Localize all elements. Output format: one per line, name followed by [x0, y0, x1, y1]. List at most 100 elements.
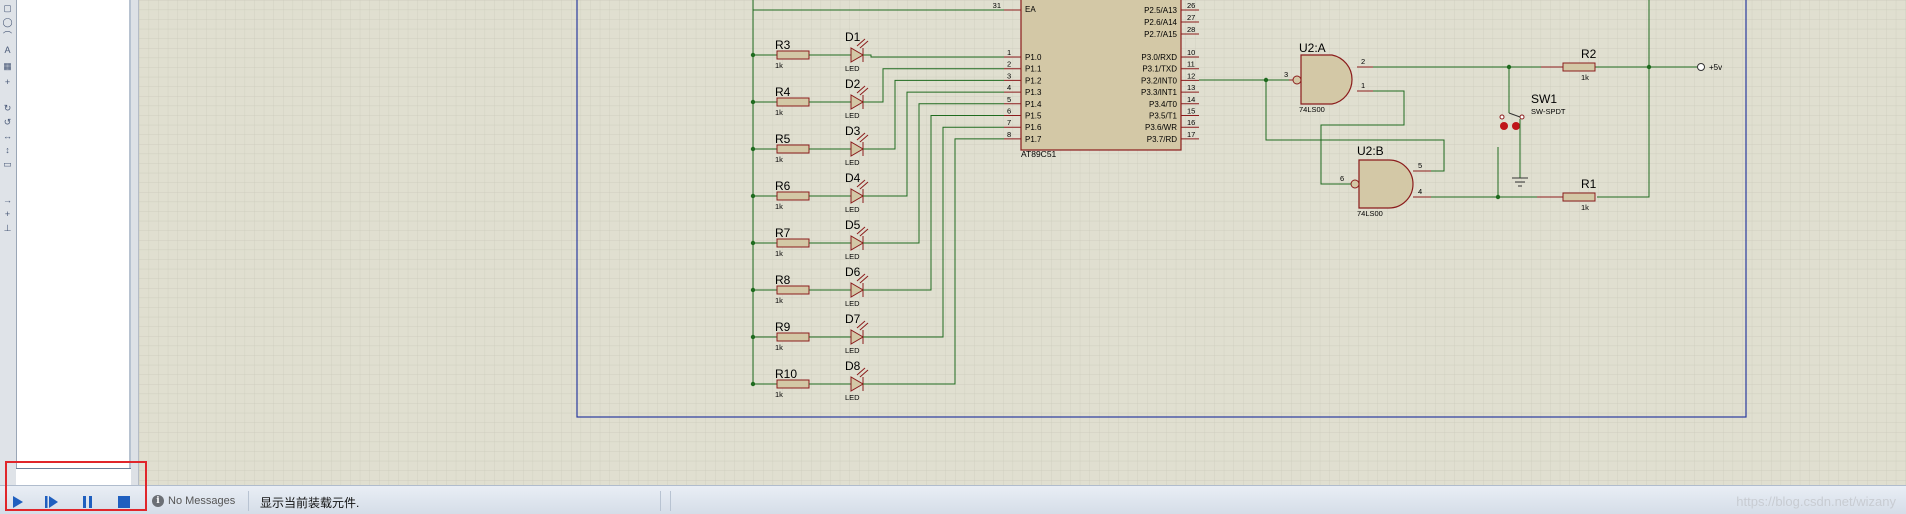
- pin-name: P1.7: [1025, 135, 1042, 144]
- resistor-ref: R10: [775, 367, 797, 381]
- pin-number: 6: [1007, 107, 1011, 116]
- led-symbol[interactable]: [850, 376, 864, 392]
- resistor-value: 1k: [775, 343, 783, 352]
- resistor-value: 1k: [1581, 73, 1589, 82]
- resistor-body[interactable]: [776, 97, 810, 107]
- resistor-body[interactable]: [776, 50, 810, 60]
- junction: [1646, 64, 1652, 70]
- nand-gate-u2b[interactable]: U2:B 74LS00 6 5 4: [1340, 144, 1431, 218]
- device-list-panel[interactable]: [16, 0, 131, 485]
- resistor-value: 1k: [775, 296, 783, 305]
- resistor-body[interactable]: [776, 285, 810, 295]
- nand-gate-u2a[interactable]: U2:A 74LS00 3 2 1: [1284, 41, 1373, 114]
- led-type: LED: [845, 205, 860, 214]
- pin-name: P2.6/A14: [1144, 18, 1177, 27]
- stop-button[interactable]: [116, 495, 132, 509]
- resistor-body[interactable]: [776, 238, 810, 248]
- pin-number: 1: [1361, 81, 1365, 90]
- resistor-body[interactable]: [776, 379, 810, 389]
- led-ray: [859, 87, 869, 96]
- tool-icon[interactable]: +: [4, 209, 11, 219]
- separator: [660, 491, 661, 511]
- led-symbol[interactable]: [850, 188, 864, 204]
- tool-icon[interactable]: ▢: [3, 3, 12, 13]
- led-ref: D3: [845, 124, 861, 138]
- pin-name: P1.3: [1025, 88, 1042, 97]
- pin-name: P3.3/INT1: [1141, 88, 1178, 97]
- power-terminal[interactable]: +5v: [1677, 63, 1722, 72]
- pin-number: 7: [1007, 118, 1011, 127]
- tool-icon[interactable]: →: [3, 195, 12, 205]
- led-ray: [856, 38, 866, 47]
- info-icon: i: [152, 495, 164, 507]
- tool-icon[interactable]: ⊥: [3, 223, 12, 233]
- led-ray: [856, 273, 866, 282]
- pin-number: 12: [1187, 71, 1195, 80]
- tool-icon[interactable]: ▦: [3, 61, 12, 71]
- tool-icon[interactable]: ↺: [3, 117, 12, 127]
- resistor-ref: R8: [775, 273, 791, 287]
- led-symbol[interactable]: [850, 47, 864, 63]
- tool-icon[interactable]: ↻: [3, 103, 12, 113]
- led-ref: D7: [845, 312, 861, 326]
- tool-icon[interactable]: A: [4, 45, 11, 55]
- panel-splitter[interactable]: [131, 0, 139, 485]
- resistor-r1[interactable]: R1 1k: [1537, 177, 1597, 212]
- wire: [863, 126, 1004, 338]
- gate-ref: U2:B: [1357, 144, 1384, 158]
- resistor-body[interactable]: [776, 144, 810, 154]
- tool-icon[interactable]: ◯: [2, 17, 13, 27]
- led-type: LED: [845, 64, 860, 73]
- led-ray: [859, 181, 869, 190]
- tool-icon[interactable]: ↕: [5, 145, 10, 155]
- pause-button[interactable]: [80, 495, 96, 509]
- switch-sw1[interactable]: SW1 SW-SPDT: [1499, 92, 1566, 187]
- pin-number: 26: [1187, 1, 1195, 10]
- pin-number: 6: [1340, 174, 1344, 183]
- resistor-value: 1k: [1581, 203, 1589, 212]
- led-symbol[interactable]: [850, 94, 864, 110]
- tool-icon[interactable]: ⌒: [2, 31, 12, 41]
- play-button[interactable]: [10, 495, 26, 509]
- tool-icon[interactable]: ▭: [3, 159, 12, 169]
- led-ray: [856, 132, 866, 141]
- tool-icon[interactable]: +: [4, 77, 11, 87]
- led-symbol[interactable]: [850, 282, 864, 298]
- resistor-ref: R6: [775, 179, 791, 193]
- message-indicator[interactable]: i No Messages: [152, 493, 235, 509]
- pin-name: P1.0: [1025, 53, 1042, 62]
- pin-number: 17: [1187, 130, 1195, 139]
- resistor-value: 1k: [775, 249, 783, 258]
- mcu-at89c51[interactable]: AT89C51 31 EA: [993, 0, 1182, 159]
- led-symbol[interactable]: [850, 235, 864, 251]
- led-ray: [859, 322, 869, 331]
- resistor-r2[interactable]: R2 1k: [1541, 47, 1597, 82]
- resistor-body[interactable]: [776, 191, 810, 201]
- step-button[interactable]: [44, 495, 60, 509]
- separator: [248, 491, 249, 511]
- tool-icon[interactable]: ↔: [3, 131, 12, 141]
- led-symbol[interactable]: [850, 329, 864, 345]
- sheet-border: [576, 0, 1747, 418]
- resistor-body[interactable]: [776, 332, 810, 342]
- switch-ref: SW1: [1531, 92, 1557, 106]
- led-ray: [856, 367, 866, 376]
- wire: [863, 115, 1004, 291]
- pin-number: 31: [993, 1, 1001, 10]
- step-icon: [45, 496, 58, 508]
- pin-name: P3.0/RXD: [1141, 53, 1177, 62]
- led-symbol[interactable]: [850, 141, 864, 157]
- wire: [863, 138, 1004, 385]
- pin-name: P3.2/INT0: [1141, 76, 1178, 85]
- resistor-ref: R3: [775, 38, 791, 52]
- led-ray: [859, 369, 869, 378]
